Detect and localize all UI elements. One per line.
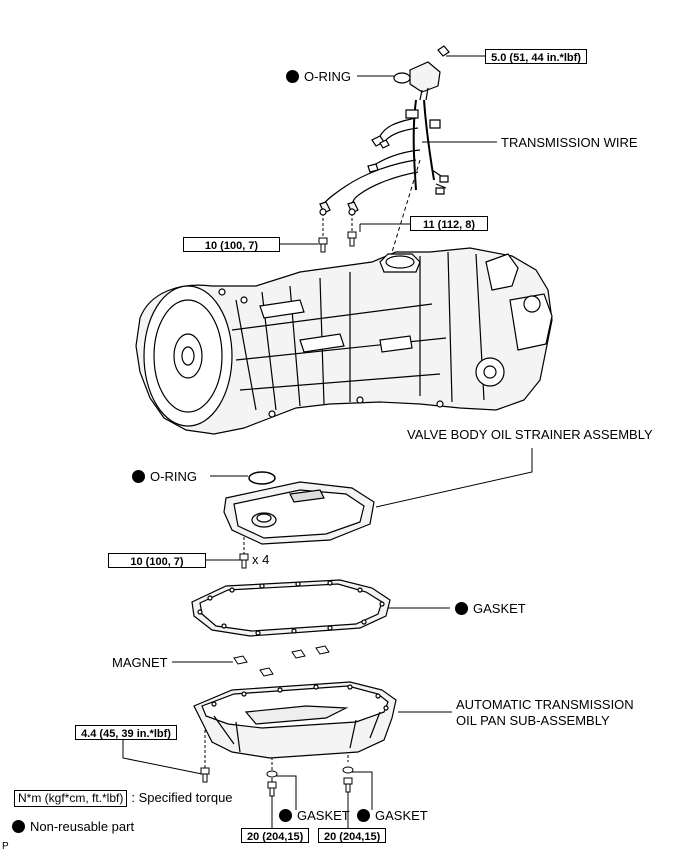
label-oil-pan-line1: AUTOMATIC TRANSMISSION [456, 697, 634, 712]
label-o-ring-top: O-RING [286, 69, 351, 84]
label-magnet: MAGNET [112, 655, 168, 670]
o-ring-strainer-text: O-RING [150, 469, 197, 484]
torque-wire-clamp-left: 10 (100, 7) [183, 237, 280, 252]
nonreusable-dot-icon [12, 820, 25, 833]
gasket-pan-text: GASKET [473, 601, 526, 616]
magnets [234, 646, 329, 676]
label-valve-body-strainer: VALVE BODY OIL STRAINER ASSEMBLY [407, 427, 653, 442]
legend-unit-desc: : Specified torque [131, 790, 233, 805]
label-gasket-drain-2: GASKET [357, 808, 428, 823]
gasket-drain-2-text: GASKET [375, 808, 428, 823]
pan-bolt [201, 768, 209, 782]
torque-drain-plug-2: 20 (204,15) [318, 828, 386, 843]
label-gasket-pan: GASKET [455, 601, 526, 616]
torque-wire-clamp-right: 11 (112, 8) [410, 216, 488, 231]
torque-strainer-bolts: 10 (100, 7) [108, 553, 206, 568]
oil-pan [194, 682, 396, 758]
wire-clamp-bolts [319, 232, 356, 252]
drain-plugs [267, 767, 353, 796]
label-times-four: x 4 [252, 552, 270, 567]
transmission-assembly [136, 248, 552, 434]
nonreusable-dot-icon [286, 70, 299, 83]
label-gasket-drain-1: GASKET [279, 808, 350, 823]
strainer-bolt [240, 554, 248, 568]
nonreusable-dot-icon [132, 470, 145, 483]
legend-nonreusable-text: Non-reusable part [30, 819, 135, 834]
label-transmission-wire: TRANSMISSION WIRE [501, 135, 638, 150]
torque-sensor-bolt: 5.0 (51, 44 in.*lbf) [485, 49, 587, 64]
legend-torque: N*m (kgf*cm, ft.*lbf): Specified torque [14, 790, 233, 807]
nonreusable-dot-icon [279, 809, 292, 822]
leader-lines [123, 56, 532, 828]
oil-strainer [224, 482, 374, 544]
corner-code: P [2, 841, 9, 852]
legend-nonreusable: Non-reusable part [12, 819, 134, 834]
label-o-ring-strainer: O-RING [132, 469, 197, 484]
oil-pan-gasket [192, 580, 390, 636]
nonreusable-dot-icon [357, 809, 370, 822]
legend-unit-box: N*m (kgf*cm, ft.*lbf) [14, 790, 128, 807]
gasket-drain-1-text: GASKET [297, 808, 350, 823]
torque-pan-bolt: 4.4 (45, 39 in.*lbf) [75, 725, 177, 740]
transmission-wire-harness [320, 46, 449, 215]
o-ring-top-text: O-RING [304, 69, 351, 84]
nonreusable-dot-icon [455, 602, 468, 615]
torque-drain-plug-1: 20 (204,15) [241, 828, 309, 843]
label-oil-pan-line2: OIL PAN SUB-ASSEMBLY [456, 713, 610, 728]
strainer-o-ring [249, 472, 275, 484]
